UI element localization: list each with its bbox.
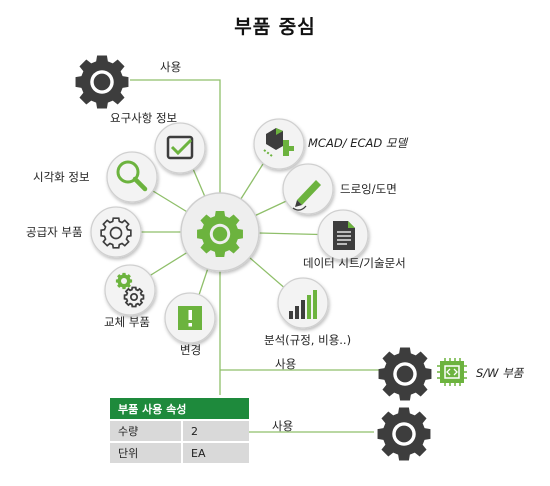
bar-chart-icon — [289, 290, 317, 319]
page-title: 부품 중심 — [234, 16, 316, 38]
magnifier-icon — [116, 160, 148, 192]
visualization-label: 시각화 정보 — [33, 170, 90, 184]
requirements-label: 요구사항 정보 — [110, 111, 178, 125]
table-value-cell: 2 — [182, 419, 249, 442]
pencil-icon — [292, 180, 321, 211]
table-row: 수량 2 — [110, 419, 249, 442]
table-value-cell: EA — [182, 441, 249, 463]
drawing-label: 드로잉/도면 — [340, 182, 397, 196]
table-key-cell: 수량 — [110, 419, 183, 442]
usage-attributes-table: 부품 사용 속성 수량 2 단위 EA — [110, 398, 249, 463]
supplier-node — [90, 206, 142, 258]
central-part-hub — [180, 192, 260, 272]
change-node — [164, 292, 216, 344]
checkbox-icon — [166, 135, 194, 160]
gear-outline-icon — [100, 217, 132, 249]
middle-usage-gear-icon — [378, 347, 432, 401]
usage-label-middle: 사용 — [275, 357, 297, 371]
software-chip-icon — [437, 358, 467, 386]
mcad-node — [253, 118, 305, 170]
documents-node — [317, 209, 369, 261]
requirements-node — [154, 122, 206, 174]
warning-icon — [178, 306, 202, 330]
table-row: 단위 EA — [110, 441, 249, 463]
usage-label-bottom: 사용 — [272, 419, 294, 433]
visualization-node — [106, 151, 158, 203]
usage-line-top — [130, 79, 221, 395]
small-green-gear-icon — [115, 272, 133, 290]
document-icon — [333, 221, 355, 250]
usage-label-top: 사용 — [160, 60, 182, 74]
table-key-cell: 단위 — [110, 441, 183, 463]
green-gear-icon — [197, 211, 243, 257]
drawing-node — [282, 163, 334, 215]
top-usage-gear-icon — [75, 55, 129, 109]
analysis-node — [277, 277, 329, 329]
bottom-usage-gear-icon — [377, 407, 431, 461]
mcad-label: MCAD/ ECAD 모델 — [308, 136, 408, 150]
small-dark-gear-icon — [123, 286, 145, 308]
table-header: 부품 사용 속성 — [110, 398, 249, 420]
sw-part-label: S/W 부품 — [476, 366, 524, 380]
supplier-label: 공급자 부품 — [26, 225, 83, 239]
change-label: 변경 — [180, 343, 202, 357]
table-header-row: 부품 사용 속성 — [110, 398, 249, 420]
cad-model-icon — [263, 128, 294, 157]
replacement-node — [104, 264, 156, 316]
replacement-label: 교체 부품 — [104, 315, 150, 329]
documents-label: 데이터 시트/기술문서 — [303, 256, 406, 270]
analysis-label: 분석(규정, 비용..) — [264, 333, 352, 347]
